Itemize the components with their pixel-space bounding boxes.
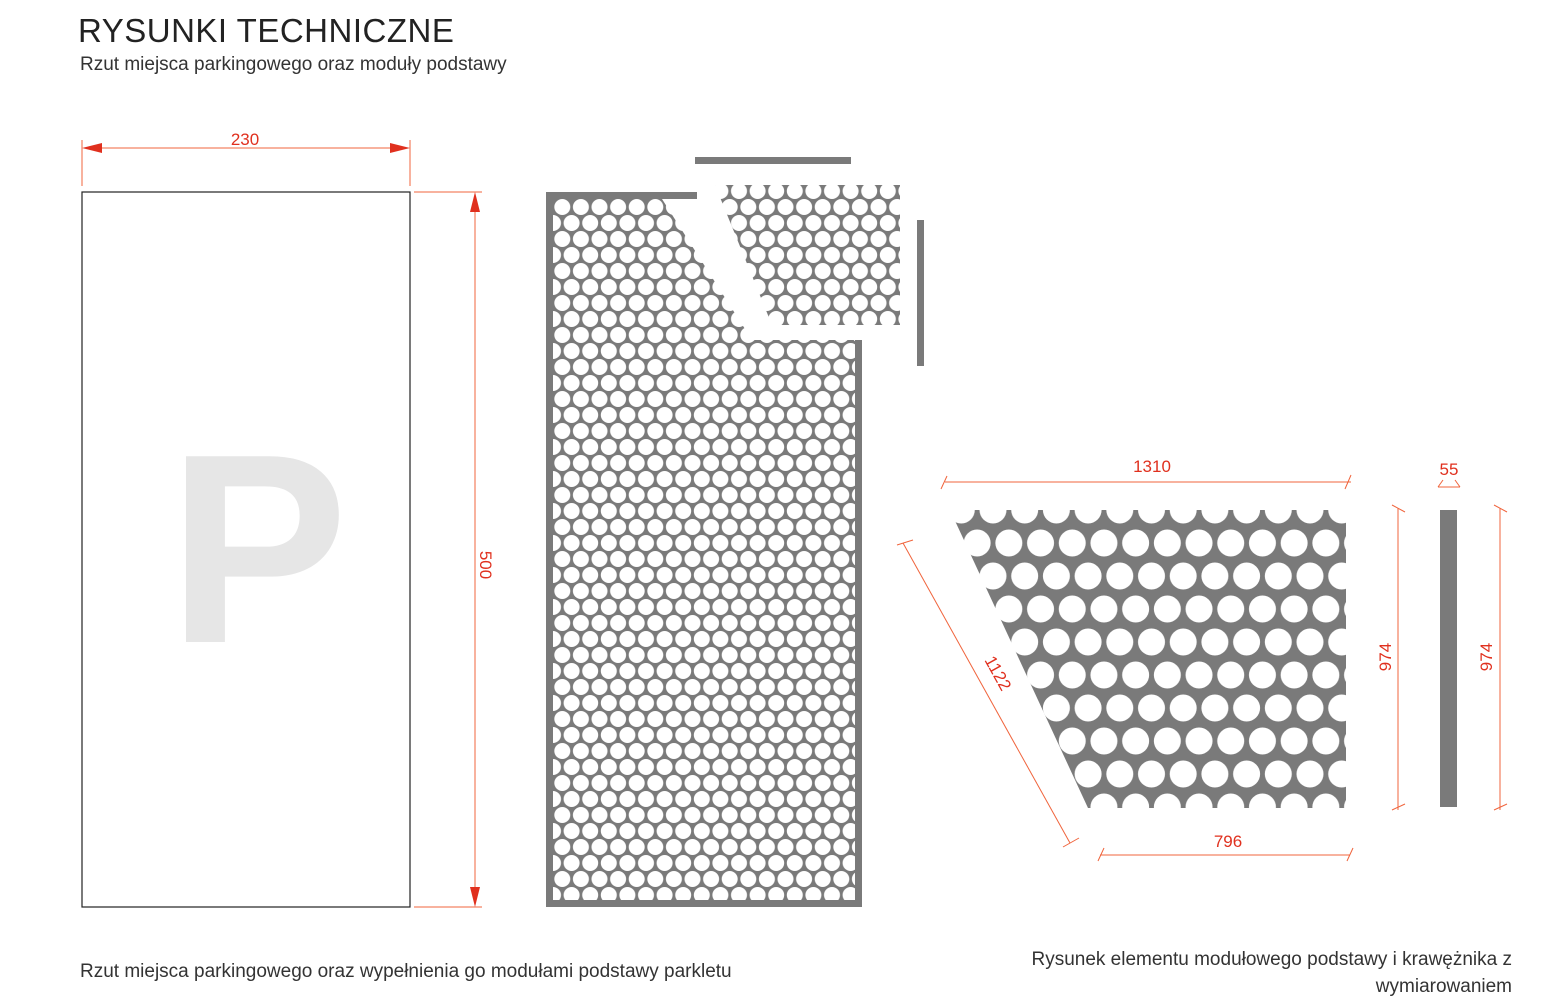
curb-left: [546, 192, 553, 907]
length-dimension: 500: [414, 191, 495, 908]
curb-bottom: [546, 900, 862, 907]
arrow-right-icon: [390, 143, 410, 153]
diagonal-label: 1122: [981, 653, 1015, 694]
height-label: 974: [1376, 643, 1395, 671]
length-label: 500: [476, 551, 495, 579]
curb-right: [855, 340, 862, 907]
curb-height-label: 974: [1477, 643, 1496, 671]
width-label: 230: [231, 130, 259, 149]
caption-left: Rzut miejsca parkingowego oraz wypełnien…: [80, 961, 732, 982]
caption-right: Rysunek elementu modułowego podstawy i k…: [952, 946, 1512, 1000]
parking-sign-letter: P: [168, 399, 348, 700]
arrow-up-icon: [470, 192, 480, 212]
bottom-width-dimension: 796: [1097, 832, 1354, 862]
height-dimension: 974: [1376, 504, 1406, 811]
page-subtitle: Rzut miejsca parkingowego oraz moduły po…: [80, 54, 507, 75]
hex-module-main: [553, 199, 855, 900]
hex-module-element: [950, 510, 1346, 808]
width-dimension: 230: [81, 130, 411, 186]
caption-right-line1: Rysunek elementu modułowego podstawy i k…: [1031, 949, 1512, 970]
curb-detached-right: [917, 220, 924, 366]
curb-top: [546, 192, 697, 199]
parking-space-outline: [81, 191, 411, 908]
parking-space-plan: P 230 500: [81, 130, 495, 908]
arrow-left-icon: [82, 143, 102, 153]
curb-detached-top: [695, 157, 851, 164]
curb-element: [1440, 510, 1457, 807]
curb-width-dimension: 55: [1437, 460, 1461, 488]
arrow-down-icon: [470, 887, 480, 907]
module-fill-plan: [546, 157, 924, 907]
caption-right-line2: wymiarowaniem: [1375, 976, 1512, 997]
curb-height-dimension: 974: [1477, 504, 1508, 811]
top-width-dimension: 1310: [940, 457, 1352, 490]
page-title: RYSUNKI TECHNICZNE: [78, 12, 455, 49]
bottom-width-label: 796: [1214, 832, 1242, 851]
curb-element-drawing: 55 974: [1437, 460, 1508, 811]
module-element-drawing: 1310 796 1122 974: [896, 457, 1406, 862]
hex-module-detached: [715, 185, 900, 325]
curb-width-label: 55: [1440, 460, 1459, 479]
top-width-label: 1310: [1133, 457, 1171, 476]
